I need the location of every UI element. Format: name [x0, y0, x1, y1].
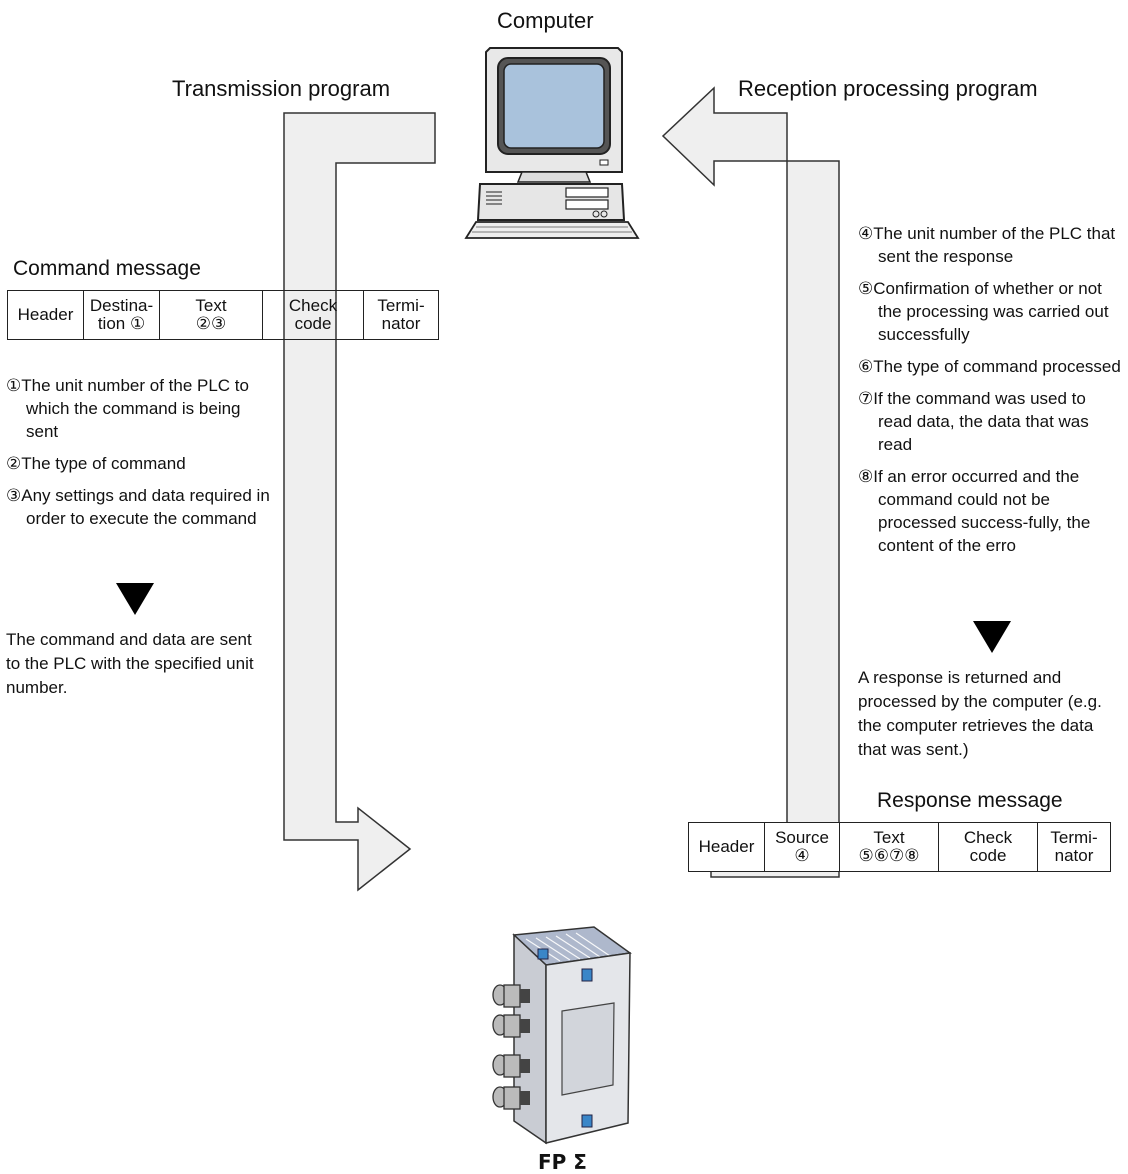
- command-note-1: ①The unit number of the PLC to which the…: [6, 376, 249, 441]
- command-title: Command message: [13, 257, 201, 280]
- transmission-label: Transmission program: [172, 76, 391, 101]
- response-title: Response message: [877, 789, 1063, 812]
- command-notes: ①The unit number of the PLC to which the…: [6, 374, 276, 539]
- cell-terminator: Termi-nator: [363, 290, 439, 340]
- computer-label: Computer: [497, 8, 594, 33]
- response-note-8: ⑧If an error occurred and the command co…: [858, 467, 1091, 555]
- plc-unit-icon: [492, 926, 632, 1145]
- transmission-arrow: [283, 112, 436, 892]
- down-triangle-icon: [973, 621, 1011, 653]
- cell-terminator: Termi-nator: [1037, 822, 1111, 872]
- response-notes: ④The unit number of the PLC that sent th…: [858, 222, 1124, 566]
- response-note-4: ④The unit number of the PLC that sent th…: [858, 224, 1116, 266]
- response-note-6: ⑥The type of command processed: [858, 357, 1121, 376]
- plc-label: FP Σ: [538, 1150, 587, 1174]
- cell-destination: Destina-tion ①: [83, 290, 160, 340]
- cell-header: Header: [688, 822, 765, 872]
- command-note-3: ③Any settings and data required in order…: [6, 486, 270, 528]
- cell-header: Header: [7, 290, 84, 340]
- command-note-2: ②The type of command: [6, 454, 186, 473]
- down-triangle-icon: [116, 583, 154, 615]
- reception-label: Reception processing program: [738, 76, 1038, 101]
- response-result: A response is returned and processed by …: [858, 668, 1102, 759]
- command-result: The command and data are sent to the PLC…: [6, 630, 254, 697]
- response-note-7: ⑦If the command was used to read data, t…: [858, 389, 1089, 454]
- reception-arrow: [661, 86, 840, 878]
- response-note-5: ⑤Confirmation of whether or not the proc…: [858, 279, 1109, 344]
- desktop-computer-icon: [464, 47, 640, 239]
